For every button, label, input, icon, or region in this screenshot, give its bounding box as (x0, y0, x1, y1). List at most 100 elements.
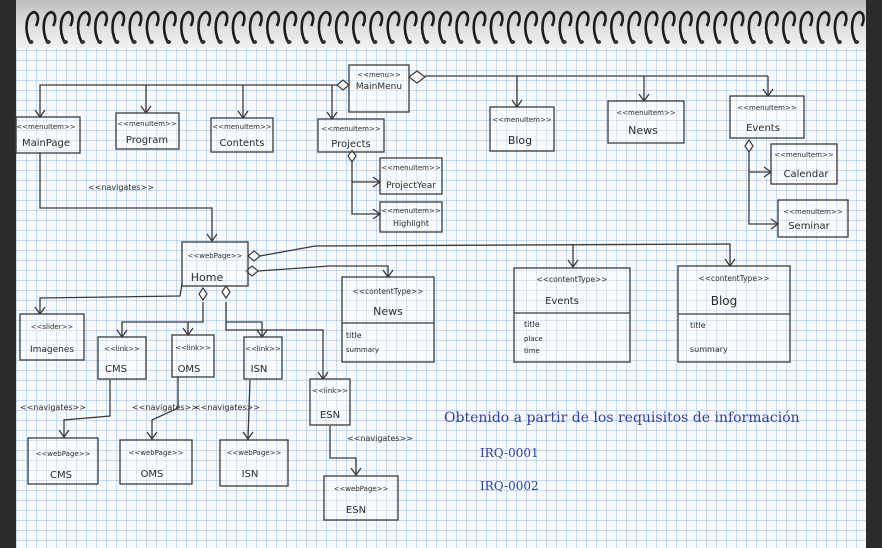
spiral-ring (747, 10, 762, 43)
spiral-ring (644, 10, 659, 43)
spiral-hole (613, 40, 619, 44)
connectors (34, 75, 780, 477)
node-news-menu: <<menuItem>> News (607, 100, 685, 144)
spiral-ring (94, 10, 109, 43)
svg-text:Imagenes: Imagenes (30, 345, 74, 355)
spiral-ring (145, 10, 160, 43)
svg-text:<<slider>>: <<slider>> (31, 323, 74, 331)
svg-text:<<menuItem>>: <<menuItem>> (381, 207, 441, 215)
spiral-hole (286, 40, 292, 44)
svg-text:title: title (346, 331, 362, 340)
spiral-ring (764, 10, 779, 43)
svg-text:ProjectYear: ProjectYear (386, 181, 436, 191)
svg-text:<<webPage>>: <<webPage>> (129, 449, 184, 457)
spiral-ring (524, 10, 539, 43)
node-contenttype-events: <<contentType>> Events title place time (513, 267, 631, 363)
svg-text:MainMenu: MainMenu (356, 82, 402, 92)
edge-mainpage-home (39, 152, 213, 240)
spiral-ring (592, 10, 607, 43)
svg-text:place: place (524, 335, 543, 343)
spiral-hole (200, 40, 206, 44)
spiral-ring (627, 10, 642, 43)
spiral-hole (699, 40, 705, 44)
svg-text:title: title (690, 321, 706, 330)
svg-text:<<menuItem>>: <<menuItem>> (492, 116, 552, 124)
svg-text:<<contentType>>: <<contentType>> (352, 287, 423, 296)
svg-text:<<menuItem>>: <<menuItem>> (16, 123, 76, 131)
diamond-mainmenu-right (408, 70, 426, 84)
edge-home-blog (259, 243, 731, 265)
spiral-ring (300, 10, 315, 43)
svg-text:OMS: OMS (178, 364, 201, 375)
node-mainpage: <<menuItem>> MainPage (15, 116, 81, 154)
spiral-hole (28, 40, 34, 44)
spiral-ring (352, 10, 367, 43)
label-navigates-cms: <<navigates>> (20, 403, 86, 412)
spiral-ring (214, 10, 229, 43)
svg-text:ISN: ISN (251, 364, 268, 375)
svg-text:time: time (524, 347, 540, 355)
spiral-hole (441, 40, 447, 44)
spiral-hole (544, 40, 550, 44)
spiral-ring (506, 10, 521, 43)
spiral-ring (317, 10, 332, 43)
spiral-ring (128, 10, 143, 43)
spiral-hole (836, 40, 842, 44)
edge-home-news (257, 265, 389, 276)
spiral-hole (252, 40, 258, 44)
node-seminar: <<menuItem>> Seminar (777, 199, 849, 238)
svg-text:News: News (628, 124, 658, 137)
svg-text:<<webPage>>: <<webPage>> (334, 485, 389, 493)
diamond-home-left (198, 286, 208, 302)
node-contenttype-news: <<contentType>> News title summary (341, 276, 435, 363)
edge-labels: <<navigates>> <<navigates>> <<navigates>… (20, 183, 413, 443)
node-blog-menu: <<menuItem>> Blog (489, 106, 555, 152)
svg-text:<<menu>>: <<menu>> (357, 71, 401, 79)
spiral-ring (489, 10, 504, 43)
svg-text:<<menuItem>>: <<menuItem>> (381, 164, 441, 172)
spiral-ring (76, 10, 91, 43)
edge-home-linkesn (225, 322, 324, 378)
edge-events-seminar (748, 172, 778, 225)
edge-linkisn-pageisn (247, 379, 251, 439)
node-contents: <<menuItem>> Contents (210, 117, 274, 153)
class-boxes: <<menu>> MainMenu <<menuItem>> MainPage … (15, 64, 849, 521)
svg-text:News: News (373, 305, 403, 318)
spiral-hole (664, 40, 670, 44)
svg-text:CMS: CMS (50, 470, 72, 481)
spiral-ring (472, 10, 487, 43)
spiral-hole (389, 40, 395, 44)
spiral-ring (231, 10, 246, 43)
node-mainmenu: <<menu>> MainMenu (348, 64, 410, 113)
node-calendar: <<menuItem>> Calendar (770, 143, 838, 185)
svg-text:Program: Program (126, 135, 168, 146)
svg-text:ISN: ISN (242, 469, 259, 480)
svg-text:MainPage: MainPage (22, 138, 70, 149)
label-navigates-isn: <<navigates>> (194, 403, 260, 412)
spiral-hole (183, 40, 189, 44)
spiral-hole (338, 40, 344, 44)
diamond-mainmenu-left (336, 79, 350, 91)
requirements-note: Obtenido a partir de los requisitos de i… (444, 410, 800, 493)
spiral-hole (131, 40, 137, 44)
spiral-hole (802, 40, 808, 44)
spiral-ring (713, 10, 728, 43)
spiral-hole (750, 40, 756, 44)
node-link-isn: <<link>> ISN (243, 336, 283, 380)
svg-text:ESN: ESN (346, 505, 366, 516)
spiral-hole (114, 40, 120, 44)
spiral-hole (854, 40, 860, 44)
spiral-hole (527, 40, 533, 44)
node-link-oms: <<link>> OMS (171, 334, 215, 378)
svg-text:<<link>>: <<link>> (312, 387, 348, 395)
svg-text:OMS: OMS (141, 469, 164, 480)
spiral-hole (269, 40, 275, 44)
spiral-hole (510, 40, 516, 44)
svg-text:<<menuItem>>: <<menuItem>> (774, 151, 834, 159)
spiral-hole (492, 40, 498, 44)
label-navigates-esn: <<navigates>> (347, 434, 413, 443)
edge-projects-highlight (351, 182, 380, 215)
spiral-hole (819, 40, 825, 44)
svg-text:<<contentType>>: <<contentType>> (698, 274, 769, 283)
